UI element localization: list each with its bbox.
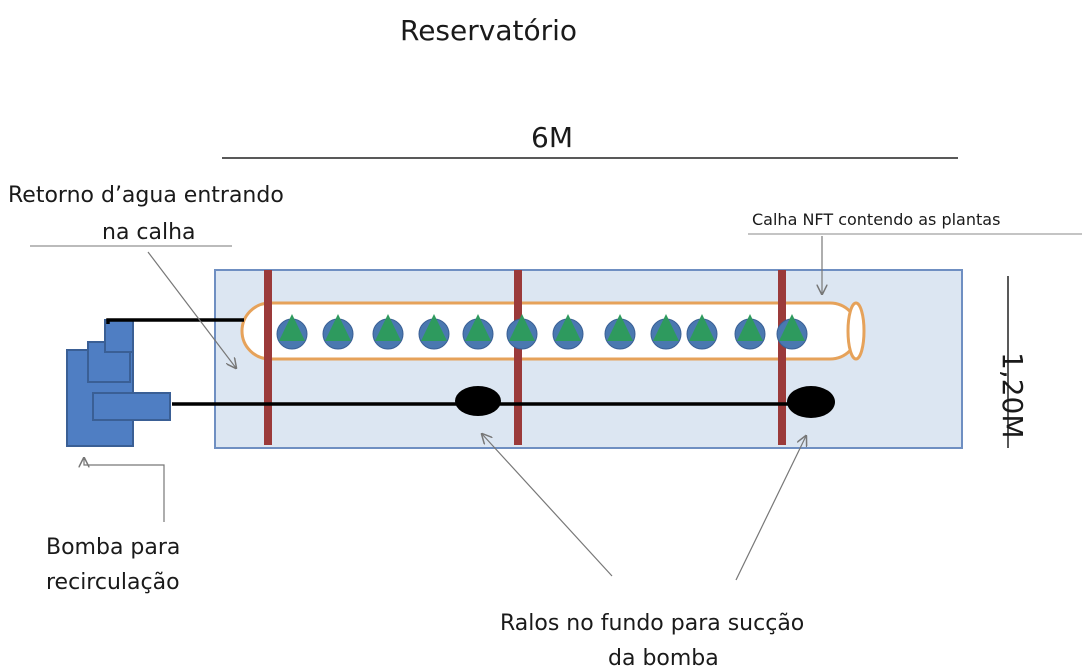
- plant: [506, 314, 538, 350]
- drain: [455, 386, 501, 416]
- return-label-line2: na calha: [102, 220, 196, 245]
- support-post: [264, 270, 272, 445]
- plant: [734, 314, 766, 350]
- return-label-line1: Retorno d’agua entrando: [8, 183, 284, 208]
- plant: [418, 314, 450, 350]
- plant: [650, 314, 682, 350]
- plant: [686, 314, 718, 350]
- plant: [372, 314, 404, 350]
- pump-label-line2: recirculação: [46, 570, 180, 595]
- plant: [604, 314, 636, 350]
- nft-channel-label: Calha NFT contendo as plantas: [752, 210, 1001, 229]
- pump-label-line1: Bomba para: [46, 535, 181, 560]
- plant: [552, 314, 584, 350]
- recirculation-pump: [66, 319, 171, 447]
- drain: [787, 386, 835, 418]
- plant: [322, 314, 354, 350]
- return-pointer-arrow: [147, 251, 236, 368]
- plant-row: [276, 314, 808, 350]
- drain-pointer-arrow: [735, 436, 806, 581]
- return-hose: [106, 318, 244, 324]
- pump-pointer-arrow: [84, 458, 165, 522]
- plant: [776, 314, 808, 350]
- diagram-title: Reservatório: [400, 14, 578, 47]
- height-dimension-label: 1,20M: [996, 352, 1029, 439]
- drains-label-line1: Ralos no fundo para sucção: [500, 611, 805, 636]
- support-post: [514, 270, 522, 445]
- drain-pointer-arrow: [482, 434, 613, 577]
- drains-label-line2: da bomba: [608, 646, 719, 671]
- support-post: [778, 270, 786, 445]
- plant: [276, 314, 308, 350]
- plant: [462, 314, 494, 350]
- width-dimension-label: 6M: [531, 121, 573, 154]
